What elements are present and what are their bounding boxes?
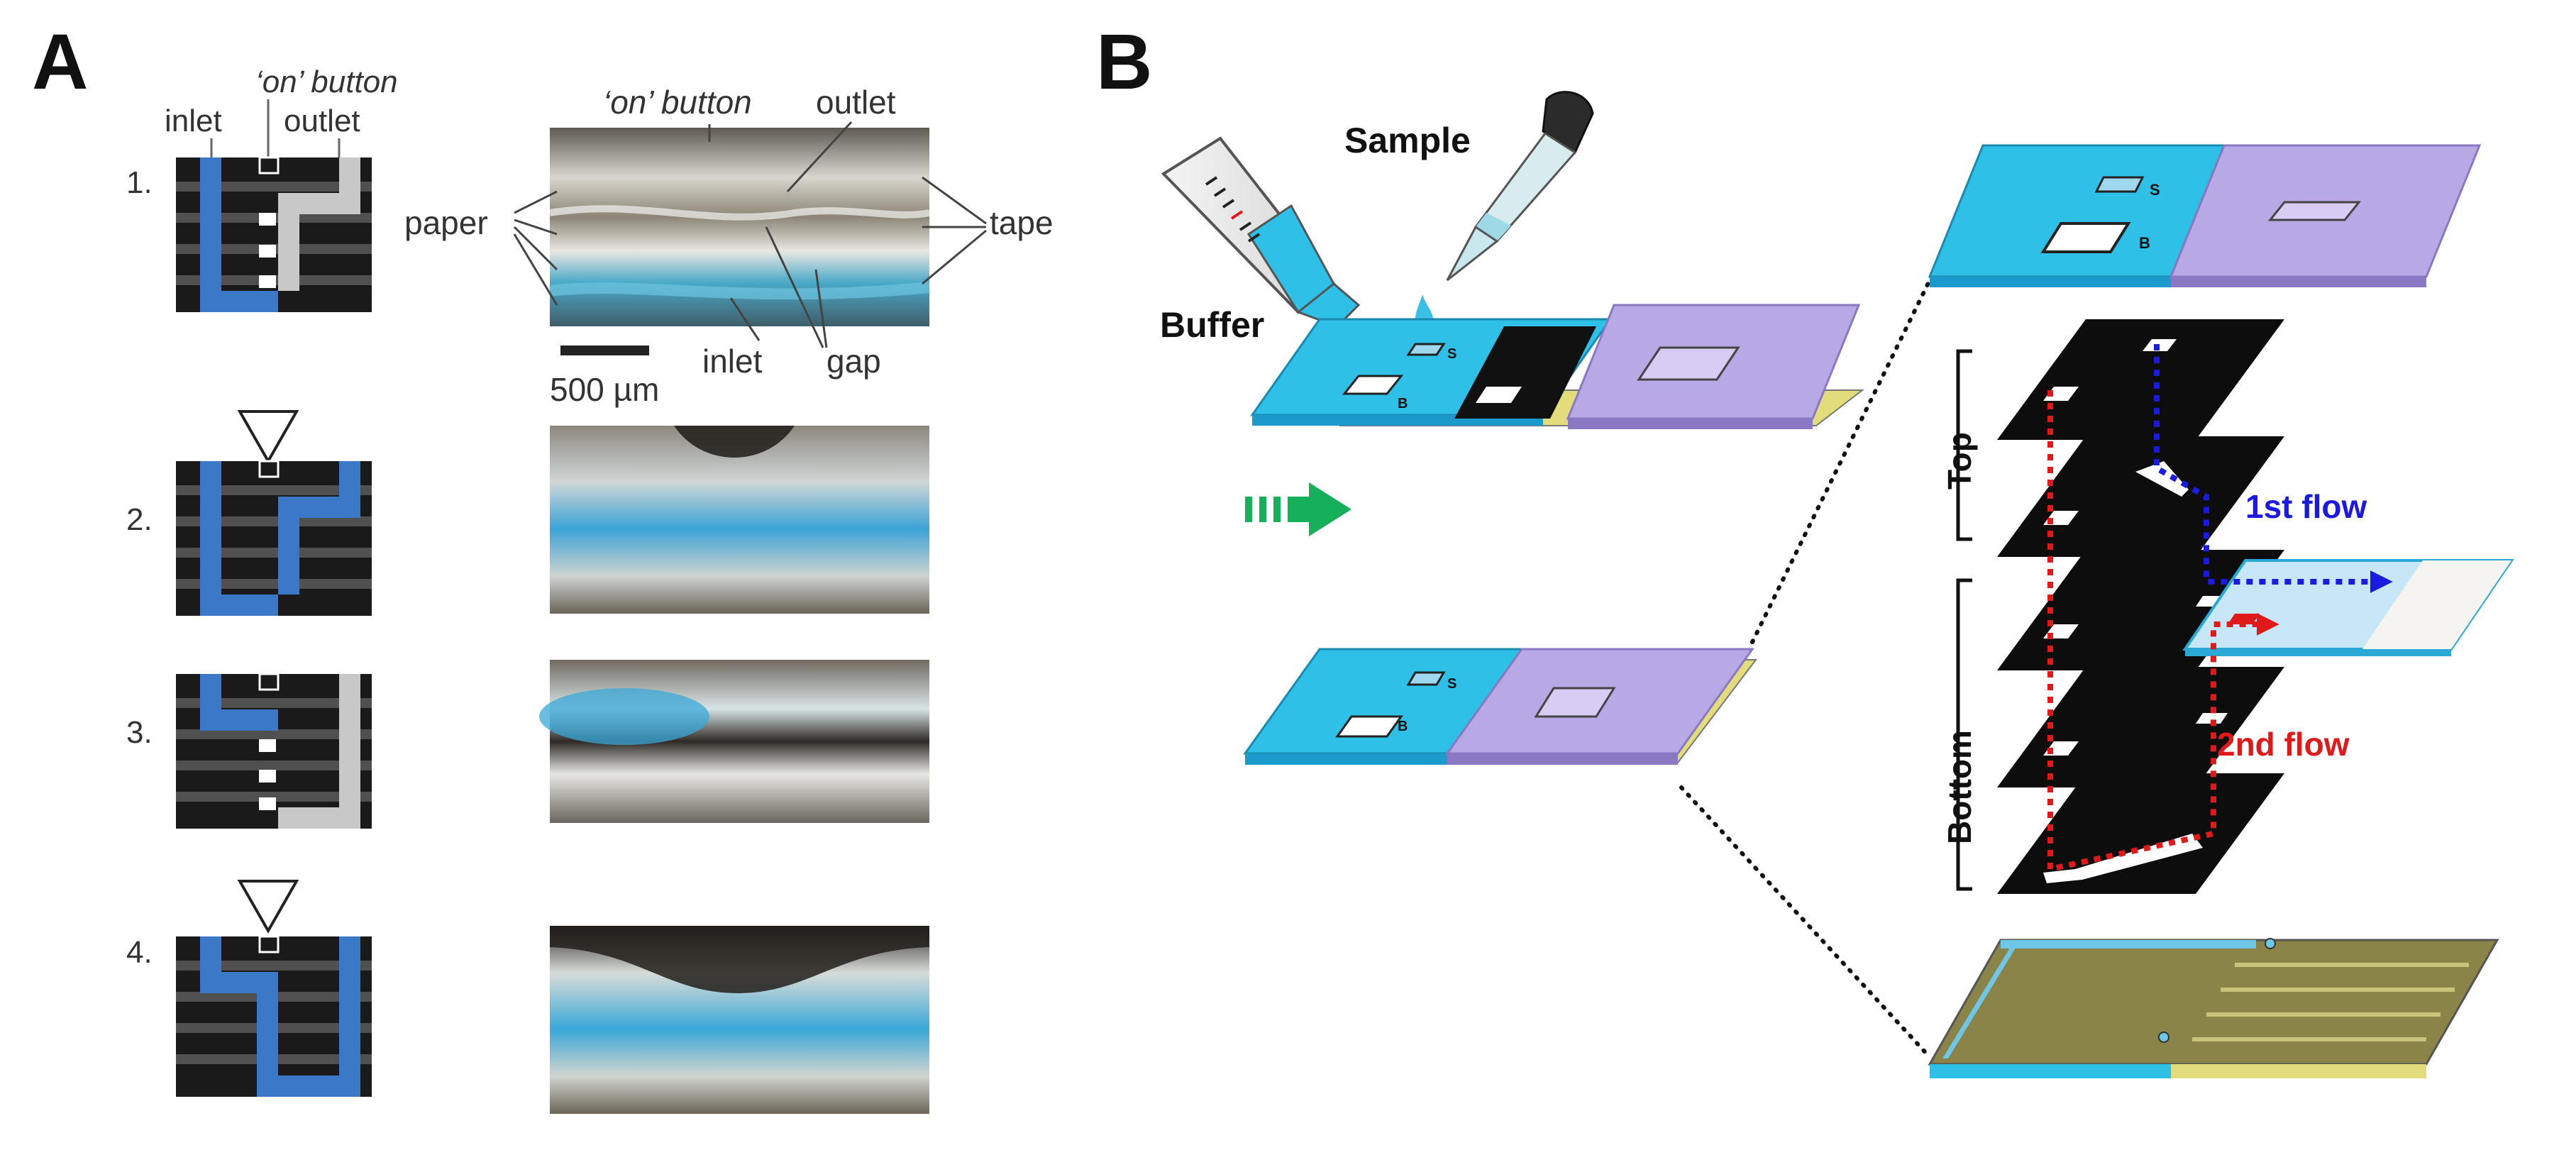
step-3-number: 3. xyxy=(126,715,153,750)
photo-inlet-label: inlet xyxy=(702,343,763,380)
second-flow-path xyxy=(2047,390,2279,873)
pad-b-label-device1: B xyxy=(1398,396,1408,411)
first-flow-path xyxy=(2154,344,2393,593)
exploded-top-cover: B S xyxy=(1928,144,2482,287)
sample-dropper xyxy=(1415,91,1594,326)
schematic-on-button-label: ‘on’ button xyxy=(255,65,398,99)
step-1-number: 1. xyxy=(126,165,153,200)
panel-b: B Sample Buffer xyxy=(1096,18,2514,1078)
gap-label: gap xyxy=(827,343,881,380)
lateral-flow-strip xyxy=(2182,559,2514,656)
schematic-step-3 xyxy=(176,673,372,829)
panel-a: A ‘on’ button inlet outlet 1. 2. 3. 4. xyxy=(32,18,1054,1114)
top-bracket: Top xyxy=(1941,349,1978,541)
sample-label: Sample xyxy=(1344,121,1471,160)
top-label: Top xyxy=(1941,432,1978,490)
pad-s-label-device1: S xyxy=(1447,346,1456,362)
schematic-inlet-label: inlet xyxy=(165,104,222,138)
step-4-number: 4. xyxy=(126,935,153,970)
schematic-step-2 xyxy=(176,410,372,616)
bottom-bracket: Bottom xyxy=(1941,578,1978,891)
pad-b-label-cover: B xyxy=(2139,234,2150,252)
second-flow-label: 2nd flow xyxy=(2217,726,2350,763)
buffer-label: Buffer xyxy=(1160,305,1264,345)
press-triangle-2 xyxy=(237,410,299,465)
device-assembled-bottom: B S xyxy=(1243,648,1758,765)
green-arrow-icon xyxy=(1245,482,1351,536)
first-flow-label: 1st flow xyxy=(2245,488,2367,525)
layer-1 xyxy=(1997,319,2284,440)
press-triangle-4 xyxy=(237,880,299,934)
pad-b-label-device2: B xyxy=(1398,719,1408,734)
step-2-number: 2. xyxy=(126,502,153,537)
panel-b-letter: B xyxy=(1096,18,1152,106)
scale-bar xyxy=(560,345,649,355)
photo-outlet-label: outlet xyxy=(816,84,896,121)
schematic-step-1 xyxy=(176,156,372,312)
pad-s-label-cover: S xyxy=(2150,181,2160,199)
exploded-base xyxy=(1928,938,2499,1078)
tape-label: tape xyxy=(990,204,1054,241)
layer-5 xyxy=(1997,773,2284,894)
paper-label: paper xyxy=(404,204,488,241)
panel-a-letter: A xyxy=(32,18,88,106)
zoom-leader-bottom xyxy=(1679,785,1932,1059)
schematic-step-4 xyxy=(176,880,372,1097)
scale-bar-label: 500 µm xyxy=(550,371,659,408)
device-assembled-top: B S xyxy=(1250,304,1864,429)
schematic-outlet-label: outlet xyxy=(284,104,360,138)
photo-on-button-label: ‘on’ button xyxy=(603,84,752,121)
buffer-bottle xyxy=(1161,136,1362,355)
layer-2 xyxy=(1997,436,2284,557)
on-button-marker xyxy=(258,156,280,175)
zoom-leader-top xyxy=(1750,278,1932,644)
pad-s-label-device2: S xyxy=(1447,676,1456,692)
bottom-label: Bottom xyxy=(1941,730,1978,844)
